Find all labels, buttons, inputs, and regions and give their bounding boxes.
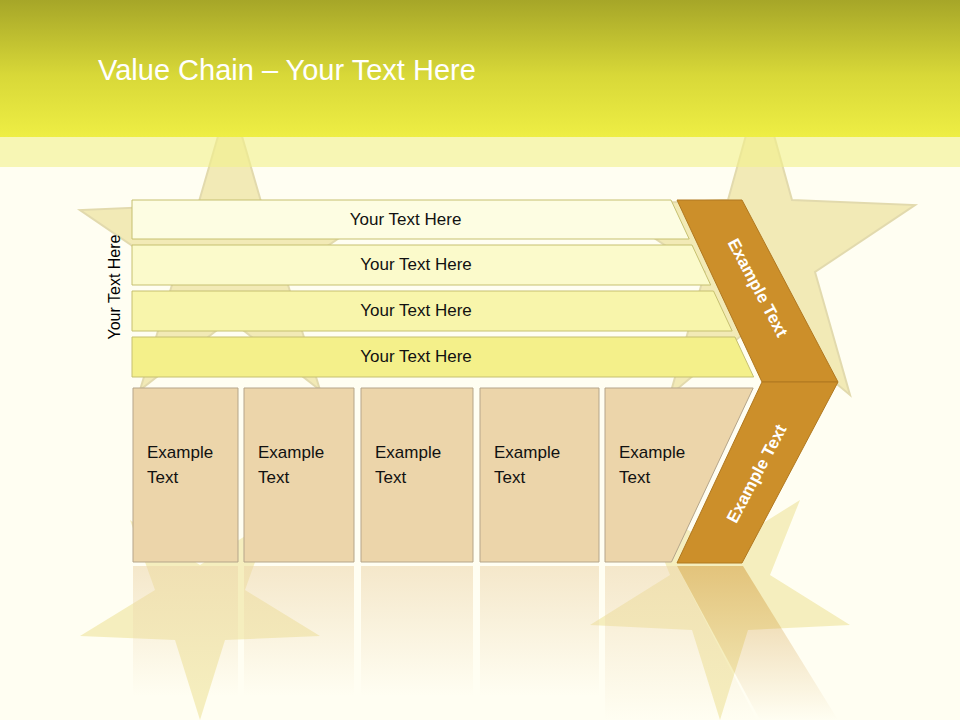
- node-text: Example Text: [258, 440, 344, 490]
- node-text: Example Text: [494, 440, 580, 490]
- node-text: Your Text Here: [132, 200, 679, 239]
- node-text: Your Text Here: [132, 245, 700, 285]
- primary-activity-box: Example Text: [244, 388, 354, 562]
- reflection: [133, 566, 838, 720]
- node-text: Example Text: [619, 440, 705, 490]
- node-text: Your Text Here: [132, 291, 700, 331]
- node-text: Your Text Here: [132, 337, 700, 377]
- primary-activity-box: Example Text: [133, 388, 238, 562]
- margin-chevron: Example Text: [677, 200, 838, 382]
- support-activity-band: Your Text Here: [132, 245, 711, 285]
- margin-chevron: Example Text: [677, 382, 838, 563]
- support-activity-band: Your Text Here: [132, 337, 754, 377]
- node-text: Example Text: [375, 440, 461, 490]
- support-activity-band: Your Text Here: [132, 200, 689, 239]
- slide-title: Value Chain – Your Text Here: [98, 54, 476, 87]
- support-activity-band: Your Text Here: [132, 291, 732, 331]
- header-strip: [0, 137, 960, 167]
- axis-label: Your Text Here: [106, 235, 124, 340]
- primary-activity-box: Example Text: [361, 388, 473, 562]
- primary-activity-box: Example Text: [480, 388, 599, 562]
- header-bar: [0, 0, 960, 137]
- star-decoration: [80, 85, 915, 720]
- node-text: Example Text: [147, 440, 232, 490]
